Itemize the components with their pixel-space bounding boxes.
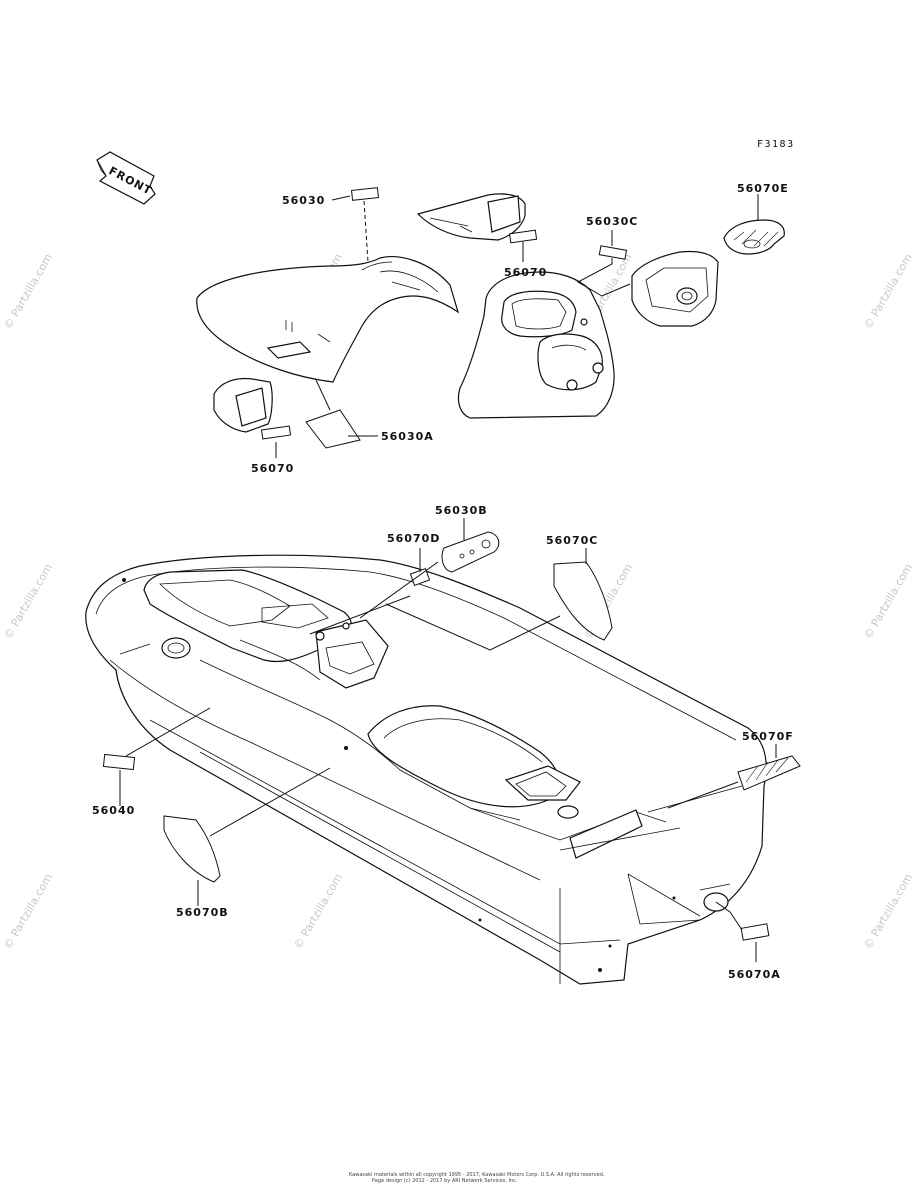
callout-56070d: 56070D bbox=[387, 532, 440, 545]
hood-cover bbox=[196, 256, 460, 383]
decal-56030b bbox=[441, 531, 500, 573]
decal-56070b bbox=[163, 815, 221, 883]
watermark: © Partzilla.com bbox=[861, 871, 915, 951]
hull-body bbox=[85, 554, 767, 985]
callout-56030: 56030 bbox=[282, 194, 325, 207]
decal-56070-left bbox=[261, 425, 292, 440]
side-panel bbox=[631, 250, 719, 327]
front-arrow-icon: FRONT bbox=[96, 151, 156, 205]
mirror-piece-top bbox=[416, 193, 526, 241]
decal-56070f-hatch bbox=[745, 757, 789, 783]
leader-lines-hull bbox=[119, 518, 777, 962]
decal-56040 bbox=[102, 753, 136, 771]
callout-56070a: 56070A bbox=[728, 968, 781, 981]
decal-56070a bbox=[740, 923, 770, 941]
decal-56070c bbox=[553, 561, 613, 641]
watermark: © Partzilla.com bbox=[1, 871, 55, 951]
callout-56030c: 56030C bbox=[586, 215, 638, 228]
watermark: © Partzilla.com bbox=[1, 561, 55, 641]
callout-56030a: 56030A bbox=[381, 430, 434, 443]
watermark: © Partzilla.com bbox=[1, 251, 55, 331]
copyright-line-1: Kawasaki materials within all copyright … bbox=[349, 1172, 605, 1178]
decal-56030a bbox=[305, 409, 361, 449]
callout-56070-left: 56070 bbox=[251, 462, 294, 475]
callout-56070e: 56070E bbox=[737, 182, 789, 195]
callout-56030b: 56030B bbox=[435, 504, 488, 517]
callout-56070c: 56070C bbox=[546, 534, 598, 547]
decal-56030 bbox=[350, 187, 380, 201]
console-housing bbox=[457, 271, 615, 419]
figure-code: F3183 bbox=[757, 139, 795, 150]
watermark: © Partzilla.com bbox=[861, 251, 915, 331]
watermark: © Partzilla.com bbox=[861, 561, 915, 641]
callout-56040: 56040 bbox=[92, 804, 135, 817]
callout-56070f: 56070F bbox=[742, 730, 794, 743]
callout-56070-top: 56070 bbox=[504, 266, 547, 279]
decal-56070-top bbox=[509, 229, 538, 244]
watermark: © Partzilla.com bbox=[291, 871, 345, 951]
leader-lines-top bbox=[275, 194, 759, 458]
copyright-line-2: Page design (c) 2012 - 2017 by ARI Netwo… bbox=[372, 1178, 518, 1184]
mirror-piece-left bbox=[213, 377, 273, 433]
cap-part-56070e bbox=[723, 219, 785, 255]
callout-56070b: 56070B bbox=[176, 906, 229, 919]
decal-56030c bbox=[598, 245, 628, 260]
decal-56070f bbox=[737, 755, 801, 791]
decal-56030b-holes bbox=[459, 539, 491, 559]
